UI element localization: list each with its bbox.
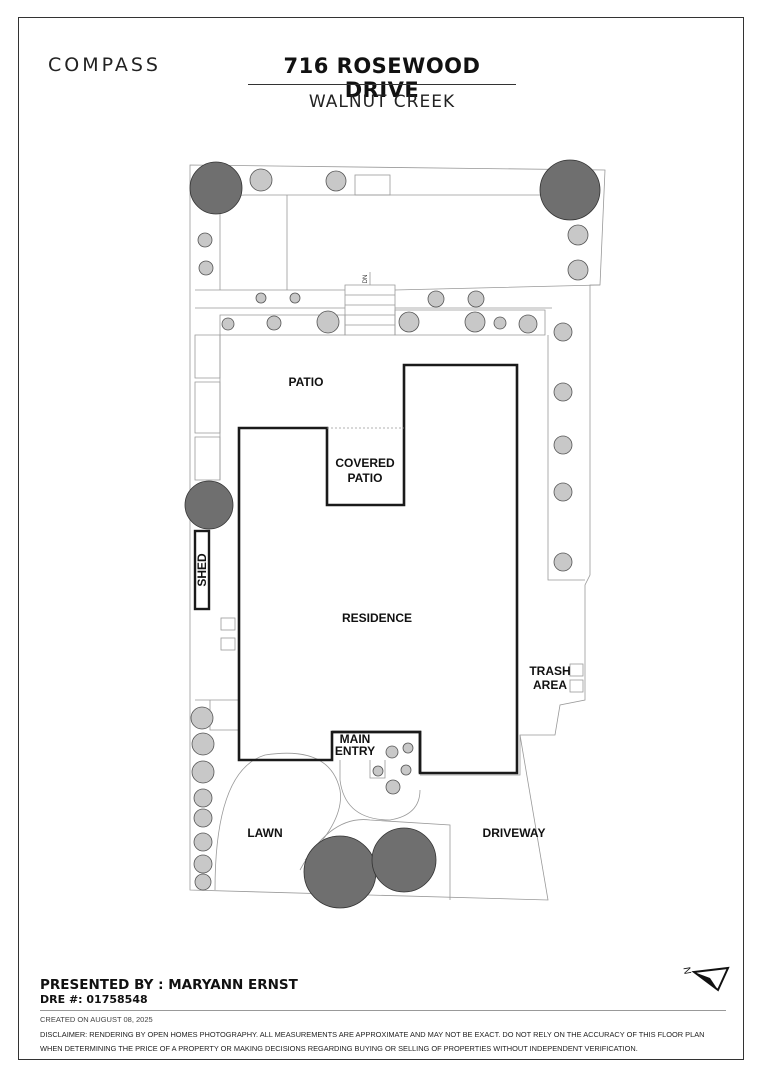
shrub-icon xyxy=(316,310,340,334)
residence-label: RESIDENCE xyxy=(342,611,412,625)
shrub-icon xyxy=(266,315,282,331)
shrub-icon xyxy=(193,808,213,828)
covered-patio-label-line1: COVERED xyxy=(335,456,395,470)
patio-label: PATIO xyxy=(289,375,324,389)
shrub-icon xyxy=(221,317,235,331)
stair-down-label: DN xyxy=(363,275,369,284)
presented-by: PRESENTED BY : MARYANN ERNST xyxy=(40,977,298,993)
disclaimer-line-2: WHEN DETERMINING THE PRICE OF A PROPERTY… xyxy=(40,1044,638,1053)
tree-icon xyxy=(189,161,243,215)
tree-icon xyxy=(371,827,437,893)
shrub-icon xyxy=(289,292,301,304)
shrub-icon xyxy=(553,382,573,402)
shrub-icon xyxy=(400,764,412,776)
compass-logo: COMPASS xyxy=(48,54,161,76)
shrub-icon xyxy=(567,259,589,281)
lawn-label: LAWN xyxy=(247,826,282,840)
shrub-icon xyxy=(518,314,538,334)
dre-number: DRE #: 01758548 xyxy=(40,993,148,1006)
shrubs xyxy=(190,168,589,891)
shrub-icon xyxy=(198,260,214,276)
tree-icon xyxy=(184,480,234,530)
shed-label: SHED xyxy=(195,553,209,587)
residence-outline xyxy=(237,363,519,775)
shrub-icon xyxy=(464,311,486,333)
shrub-icon xyxy=(325,170,347,192)
shrub-icon xyxy=(193,854,213,874)
shrub-icon xyxy=(553,482,573,502)
shrub-icon xyxy=(191,732,215,756)
property-city: WALNUT CREEK xyxy=(308,92,456,112)
shrub-icon xyxy=(427,290,445,308)
footer-divider xyxy=(40,1010,726,1011)
driveway-label: DRIVEWAY xyxy=(483,826,546,840)
main-entry-label-line2: ENTRY xyxy=(335,744,375,758)
north-arrow-icon: N xyxy=(680,966,730,992)
tree-icon xyxy=(303,835,377,909)
disclaimer: DISCLAIMER: RENDERING BY OPEN HOMES PHOT… xyxy=(40,1028,730,1056)
shrub-icon xyxy=(385,745,399,759)
shrub-icon xyxy=(191,760,215,784)
shrub-icon xyxy=(197,232,213,248)
shrub-icon xyxy=(190,706,214,730)
shrub-icon xyxy=(255,292,267,304)
covered-patio-label-line2: PATIO xyxy=(348,471,383,485)
shrub-icon xyxy=(567,224,589,246)
shed-outline xyxy=(193,529,211,611)
tree-icon xyxy=(539,159,601,221)
shrub-icon xyxy=(193,788,213,808)
shrub-icon xyxy=(249,168,273,192)
property-address-title: 716 ROSEWOOD DRIVE xyxy=(283,54,481,102)
shrub-icon xyxy=(553,552,573,572)
trash-area-label-line2: AREA xyxy=(533,678,567,692)
shrub-icon xyxy=(493,316,507,330)
shrub-icon xyxy=(194,873,212,891)
disclaimer-line-1: DISCLAIMER: RENDERING BY OPEN HOMES PHOT… xyxy=(40,1030,705,1039)
title-divider xyxy=(248,84,516,85)
shrub-icon xyxy=(402,742,414,754)
main-entry-label-line1: MAIN xyxy=(340,732,371,746)
shrub-icon xyxy=(372,765,384,777)
page-frame xyxy=(18,17,744,1060)
shrub-icon xyxy=(385,779,401,795)
created-date: CREATED ON AUGUST 08, 2025 xyxy=(40,1015,153,1024)
shrub-icon xyxy=(193,832,213,852)
north-letter: N xyxy=(680,966,692,975)
shrub-icon xyxy=(553,322,573,342)
shrub-icon xyxy=(553,435,573,455)
shrub-icon xyxy=(398,311,420,333)
entry-outline xyxy=(332,730,422,773)
trees xyxy=(184,159,601,909)
trash-area-label-line1: TRASH xyxy=(529,664,570,678)
shrub-icon xyxy=(467,290,485,308)
